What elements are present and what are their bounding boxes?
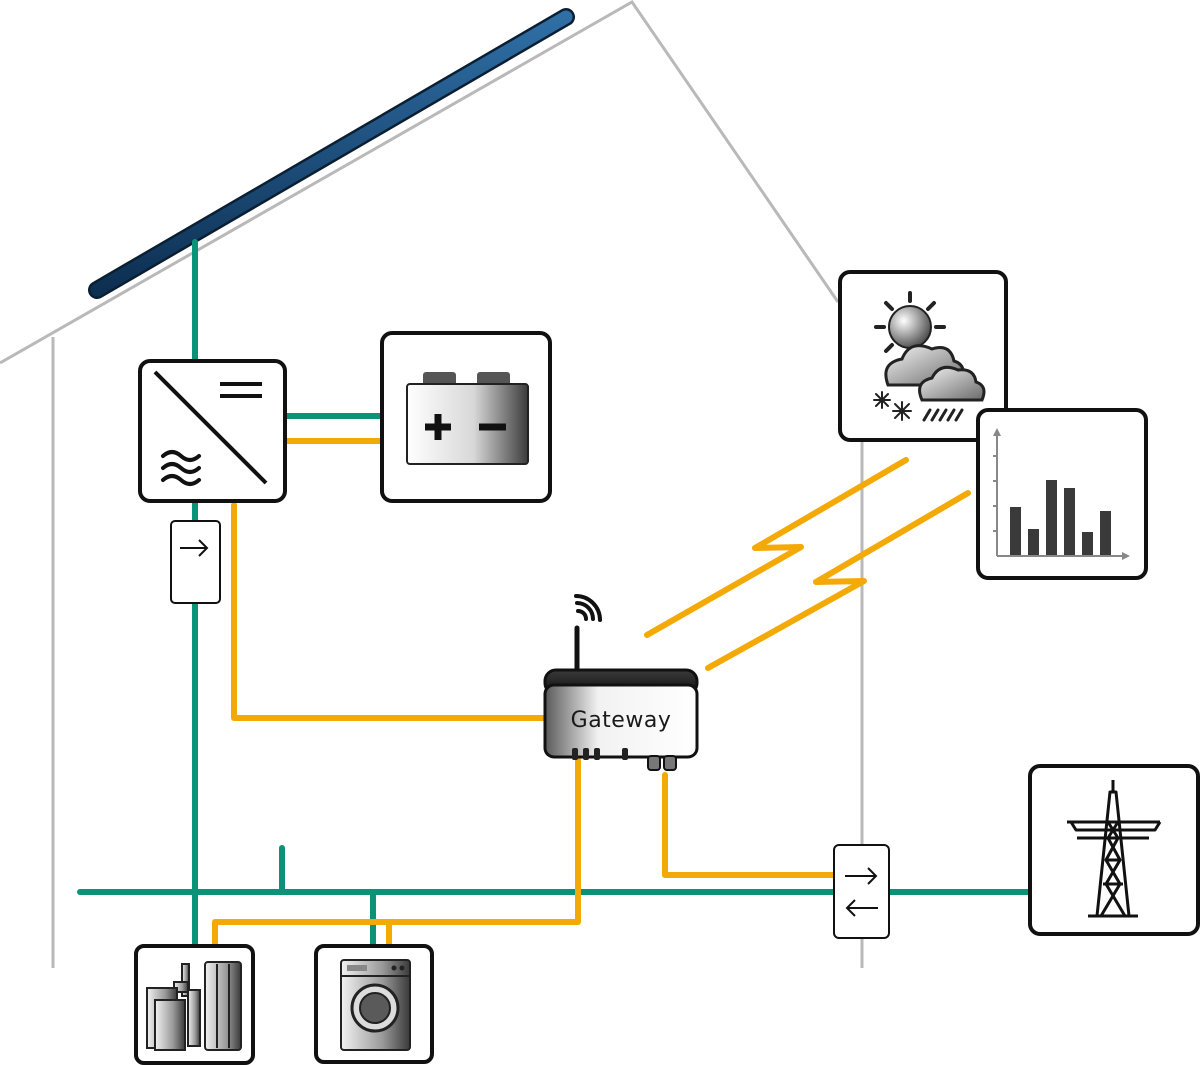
meter-icon (170, 520, 221, 604)
battery-box (380, 331, 552, 503)
heat-pump-box (134, 944, 255, 1065)
power-pylon-icon (1067, 780, 1162, 918)
solar-panel-icon (88, 8, 575, 299)
weather-box (838, 270, 1008, 442)
battery-icon (406, 372, 529, 465)
bidirectional-meter-icon (833, 844, 890, 939)
chart-box (976, 408, 1148, 580)
gateway-label: Gateway (571, 708, 672, 733)
data-lines (212, 438, 839, 951)
washing-machine-icon (340, 959, 411, 1051)
wireless-links (644, 457, 971, 671)
gateway-router-icon: Gateway (543, 594, 699, 771)
heat-pump-icon (146, 961, 242, 1051)
grid-box (1028, 764, 1200, 936)
weather-forecast-icon (873, 291, 986, 422)
inverter-icon (138, 359, 287, 503)
bar-chart-icon (993, 428, 1130, 560)
washing-machine-box (314, 944, 434, 1064)
wifi-signal-icon (574, 594, 602, 622)
